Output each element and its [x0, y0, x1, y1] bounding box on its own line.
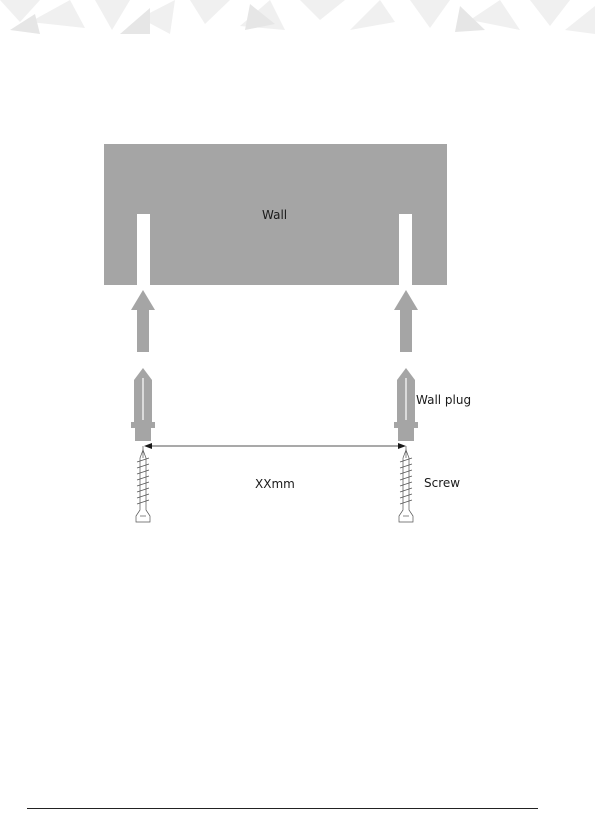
- screw-label: Screw: [424, 476, 460, 490]
- wall-plug-right-icon: [394, 368, 418, 441]
- footer-rule: [27, 808, 538, 809]
- wall-hole-left: [137, 214, 150, 285]
- wall-label: Wall: [262, 208, 287, 222]
- distance-dimension-line: [144, 443, 406, 449]
- screw-right-icon: [399, 446, 413, 522]
- wall-plug-left-icon: [131, 368, 155, 441]
- wall-plug-label: Wall plug: [416, 393, 471, 407]
- up-arrow-right-icon: [394, 290, 418, 352]
- up-arrow-left-icon: [131, 290, 155, 352]
- distance-label: XXmm: [255, 477, 295, 491]
- screw-left-icon: [136, 446, 150, 522]
- wall-hole-right: [399, 214, 412, 285]
